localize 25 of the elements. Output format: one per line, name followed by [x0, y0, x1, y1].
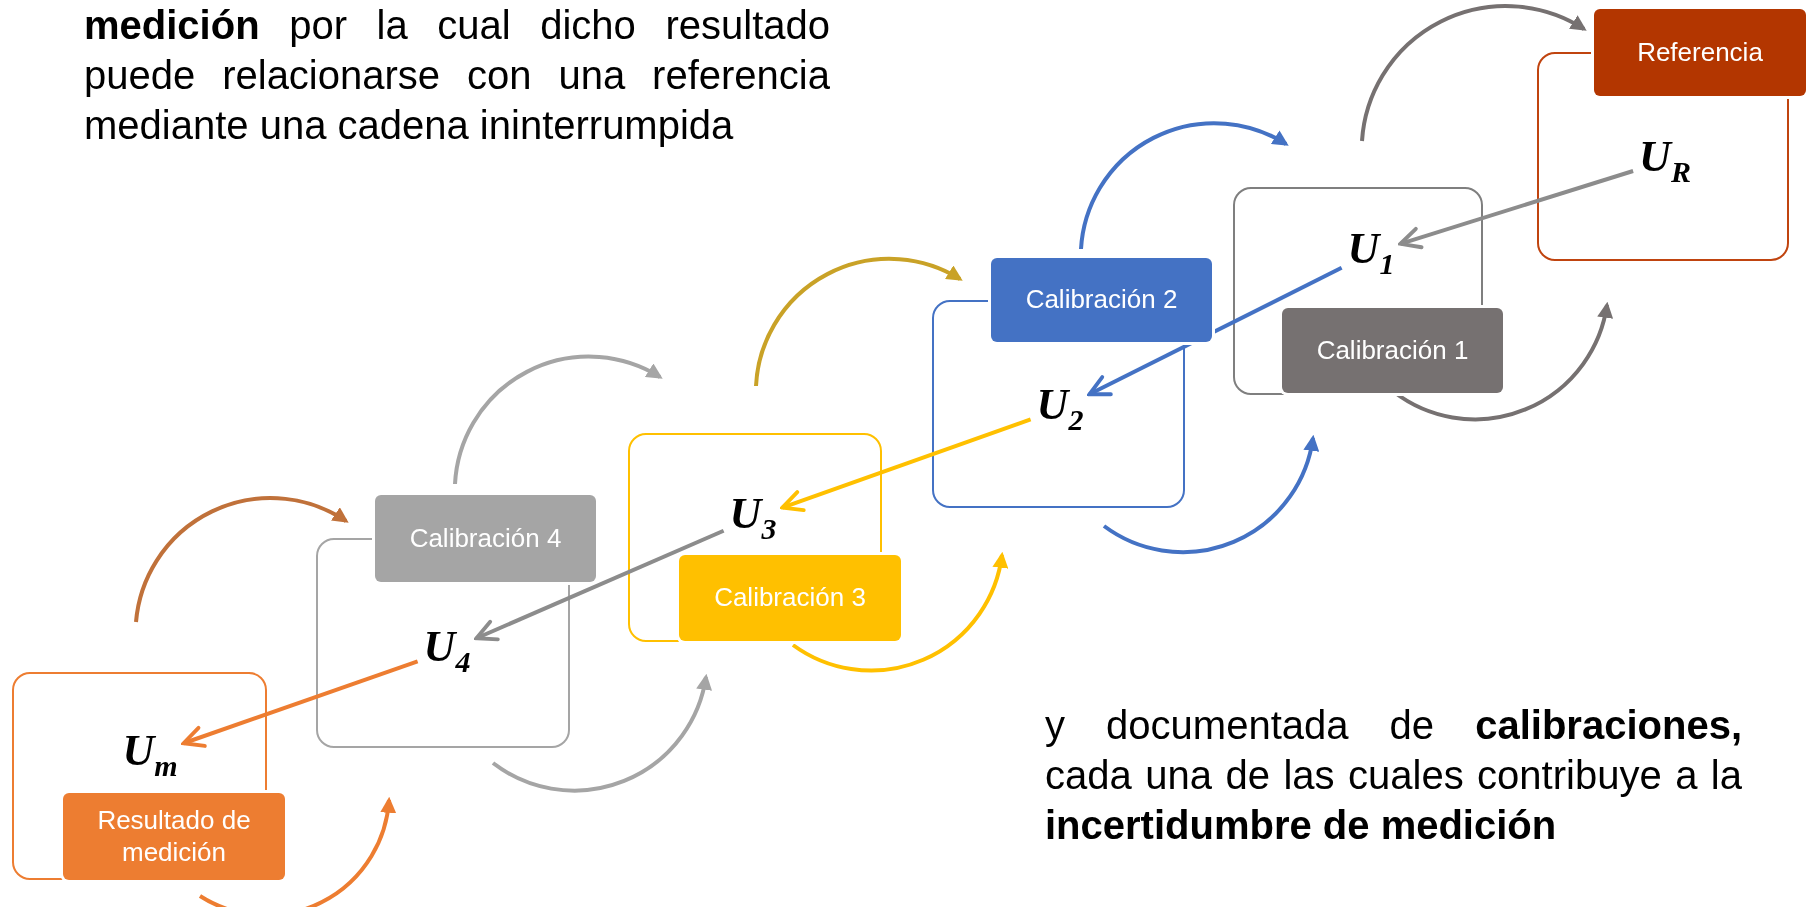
text-paragraph: medición por la cual dicho resultado puede relacionarse con una referencia mediante una cadena ininterrumpida: [84, 2, 830, 149]
uncertainty-symbol: U$_{2}$: [1036, 383, 1084, 435]
arrow: [1398, 169, 1634, 250]
stage-box: [932, 258, 1212, 508]
arrow: [780, 417, 1032, 513]
stage-label: Calibración 3: [679, 555, 901, 641]
stage-box: [628, 433, 901, 642]
stage-label: Calibración 4: [375, 495, 596, 582]
stage-box: [316, 495, 596, 748]
stage-label: Resultado de medición: [63, 793, 285, 880]
arrow: [1087, 265, 1343, 397]
uncertainty-symbol: U$_{m}$: [122, 729, 178, 781]
stage-box: [12, 672, 285, 880]
arrow: [474, 528, 725, 642]
uncertainty-symbol: U$_{R}$: [1639, 135, 1691, 187]
stage-label: Referencia: [1594, 9, 1806, 96]
uncertainty-symbol: U$_{4}$: [423, 625, 471, 677]
text-paragraph: y documentada de calibraciones, cada una de las cuales contribuye a la incertidumbre de medición: [1045, 702, 1742, 849]
uncertainty-symbol: U$_{1}$: [1347, 227, 1395, 279]
arrow: [181, 659, 419, 748]
stage-label: Calibración 1: [1282, 308, 1503, 393]
stage-box: [1233, 187, 1503, 395]
stage-box: [1537, 9, 1806, 261]
uncertainty-symbol: U$_{3}$: [729, 492, 777, 544]
stage-label: Calibración 2: [991, 258, 1212, 342]
